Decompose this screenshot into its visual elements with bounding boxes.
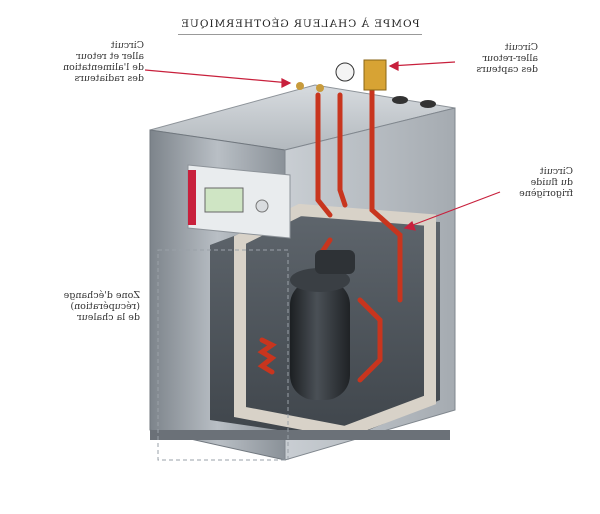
- diagram-title: POMPE À CHALEUR GÉOTHERMIQUE: [180, 18, 420, 30]
- valve-body: [363, 59, 387, 91]
- callout-radiator: [144, 69, 291, 84]
- collector-pipe: [369, 87, 403, 303]
- pump-motor: [315, 250, 355, 274]
- control-panel: [187, 164, 291, 239]
- control-knob: [255, 199, 269, 213]
- callout-lines: [144, 61, 501, 231]
- cabinet: [149, 84, 456, 461]
- label-exchange-zone: Zone d'échange (récupération) de la chal…: [63, 290, 140, 323]
- label-radiator-circuit: Circuit aller et retour de l'alimentatio…: [62, 40, 144, 84]
- label-refrigerant-circuit: Circuit du fluide frigorigène: [519, 166, 573, 199]
- exchange-zone-outline: [157, 249, 289, 461]
- compressor: [290, 250, 355, 400]
- label-collector-circuit: Circuit aller-retour des capteurs: [476, 42, 538, 75]
- radiator-pipe: [315, 92, 333, 218]
- insulation-panel: [234, 203, 436, 439]
- cabinet-base: [150, 430, 450, 440]
- radiator-pipe-2: [337, 92, 348, 208]
- exchanger-coil: [257, 337, 277, 375]
- red-accent: [188, 170, 196, 225]
- top-fittings: [296, 59, 436, 108]
- callout-refrigerant: [404, 191, 501, 229]
- title-underline: [178, 34, 422, 35]
- callout-collector: [389, 61, 456, 67]
- display-screen: [204, 187, 244, 213]
- pressure-gauge-icon: [335, 62, 355, 82]
